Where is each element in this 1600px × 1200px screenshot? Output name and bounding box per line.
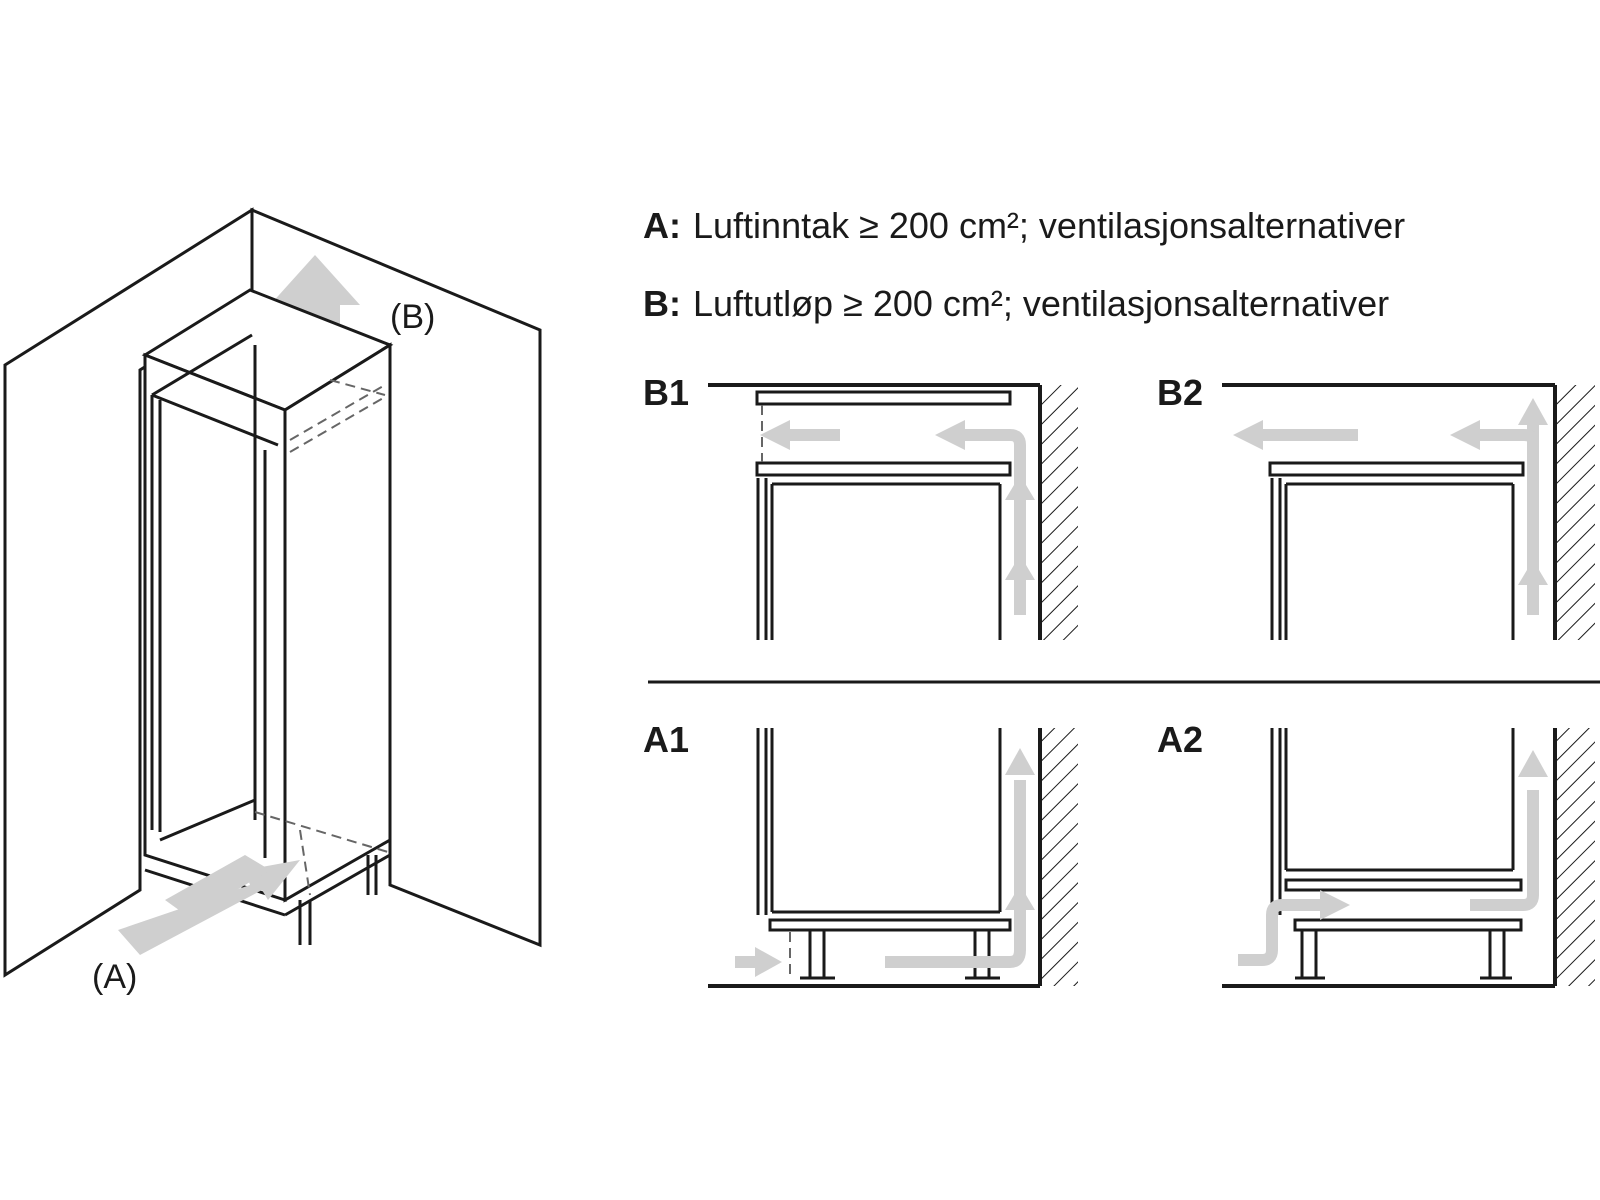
panel-b1-label: B1	[643, 372, 689, 413]
panel-b1: B1	[643, 372, 1078, 640]
inlet-marker: (A)	[92, 958, 137, 996]
panel-a1-label: A1	[643, 719, 689, 760]
legend: A: Luftinntak ≥ 200 cm²; ventilasjonsalt…	[643, 205, 1405, 324]
inlet-arrow-entry	[165, 855, 270, 918]
panel-a2: A2	[1157, 719, 1595, 988]
vent-openings-dashed	[254, 379, 389, 896]
outlet-marker: (B)	[390, 298, 435, 336]
panel-b2-label: B2	[1157, 372, 1203, 413]
legend-a-key: A:	[643, 205, 681, 246]
legend-a-text: Luftinntak ≥ 200 cm²; ventilasjonsaltern…	[693, 205, 1405, 246]
panel-a2-label: A2	[1157, 719, 1203, 760]
inlet-arrow	[118, 860, 300, 955]
cabinet-body	[141, 288, 394, 945]
panel-a1: A1	[643, 719, 1078, 988]
cabinet-illustration: (B) (A)	[3, 207, 542, 996]
legend-b-key: B:	[643, 283, 681, 324]
legend-b-text: Luftutløp ≥ 200 cm²; ventilasjonsalterna…	[693, 283, 1389, 324]
panel-b2: B2	[1157, 372, 1595, 640]
